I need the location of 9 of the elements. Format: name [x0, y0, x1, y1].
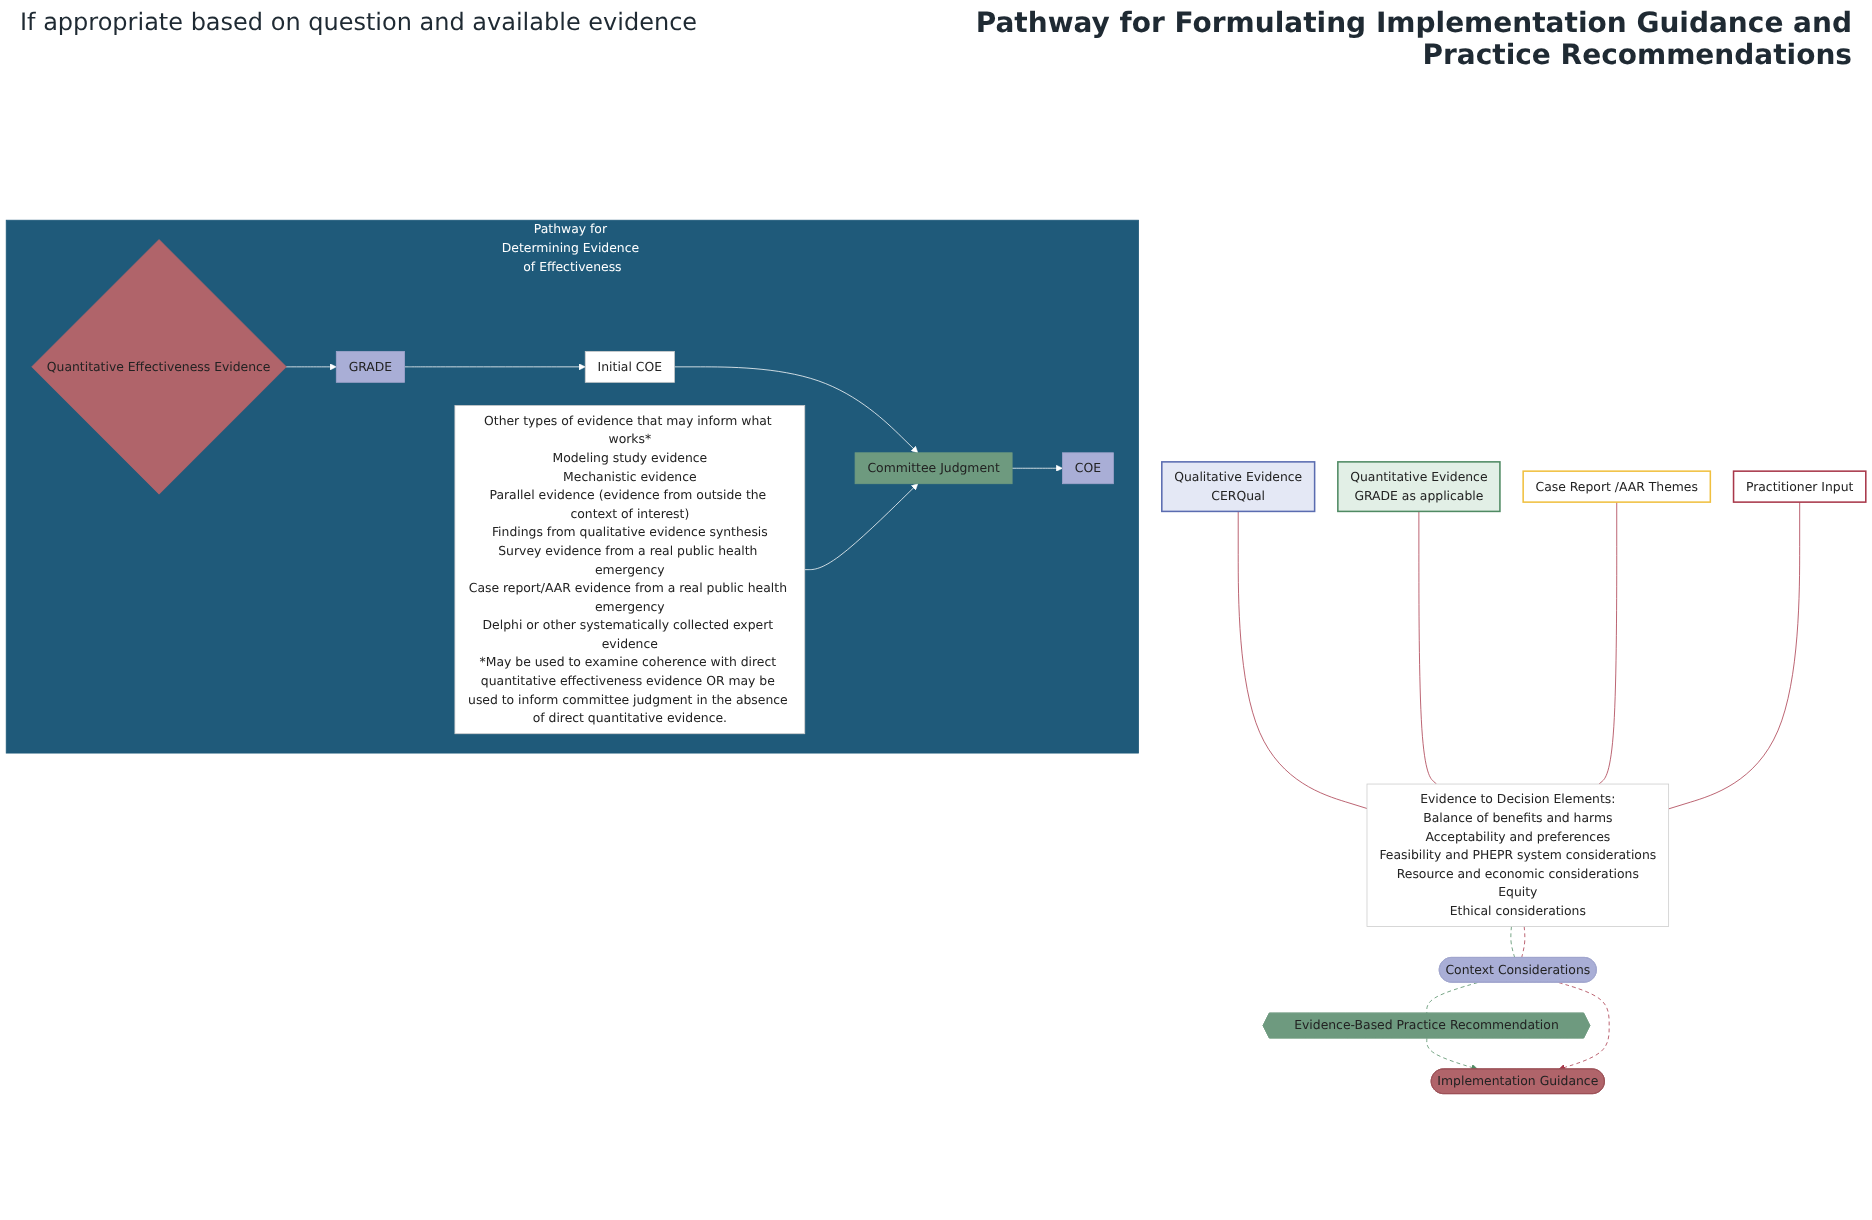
connector [1510, 925, 1516, 958]
connector [1237, 510, 1368, 808]
section-heading: Pathway for Formulating Implementation Guidance and Practice Recommendations [973, 8, 1852, 72]
connector [1426, 981, 1478, 1013]
connector [1598, 500, 1618, 784]
connector [1418, 510, 1437, 784]
bracket-label: If appropriate based on question and available evidence [20, 8, 698, 36]
connector [1668, 500, 1801, 809]
connector [1521, 925, 1526, 958]
